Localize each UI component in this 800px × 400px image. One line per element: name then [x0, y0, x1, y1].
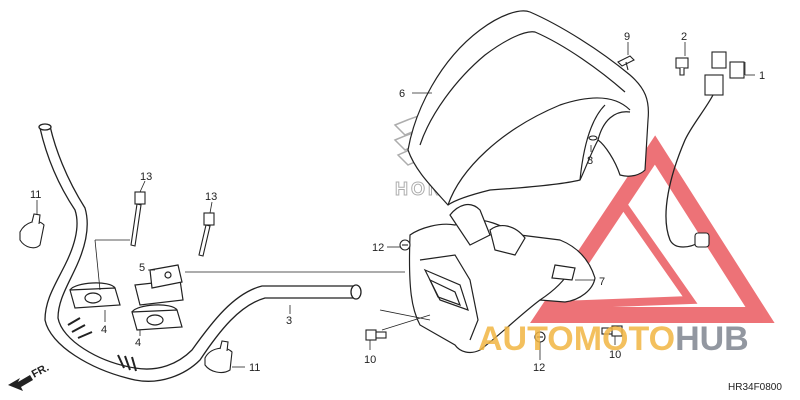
callout-7: 7 — [599, 276, 605, 288]
callout-10a: 10 — [364, 354, 376, 366]
bolt-left — [130, 191, 146, 247]
callout-11a: 11 — [30, 189, 41, 201]
band-clip-right — [204, 340, 233, 374]
callout-13b: 13 — [205, 191, 217, 203]
watermark-triangle — [530, 135, 775, 323]
top-cover — [407, 10, 650, 206]
screw-12-top — [399, 239, 411, 251]
callout-12a: 12 — [372, 242, 384, 254]
grommet-8 — [588, 135, 598, 141]
callout-4a: 4 — [101, 324, 107, 336]
callout-10b: 10 — [609, 349, 621, 361]
handlebar-holder-left — [69, 282, 121, 309]
screw-12-bottom — [534, 331, 546, 343]
direction-arrow-icon — [8, 375, 33, 391]
screw-10-right — [601, 325, 623, 337]
clip-9 — [617, 55, 635, 71]
handlebar-holder-right — [131, 304, 183, 331]
screw-10-left — [365, 329, 387, 341]
watermark-text: AUTOMOTOHUB — [478, 320, 749, 358]
watermark-part2: HUB — [675, 320, 749, 358]
callout-4b: 4 — [135, 337, 141, 349]
upper-holder — [134, 264, 405, 306]
bolt-2 — [675, 57, 689, 76]
leader-lines — [36, 42, 755, 368]
bolt-right — [198, 212, 215, 257]
band-clip-left — [19, 213, 45, 249]
handlebar — [38, 123, 362, 382]
switch-assembly — [665, 51, 745, 248]
callout-2: 2 — [681, 31, 687, 43]
callout-13a: 13 — [140, 171, 152, 183]
direction-label: FR. — [30, 362, 51, 381]
callout-3: 3 — [286, 315, 292, 327]
callout-9: 9 — [624, 31, 630, 43]
callout-6: 6 — [399, 88, 405, 100]
callout-8: 8 — [587, 155, 593, 167]
watermark-part1: AUTOMOTO — [478, 320, 675, 358]
lower-housing — [408, 203, 596, 354]
diagram-code: HR34F0800 — [728, 382, 782, 393]
callout-5: 5 — [139, 262, 145, 274]
callout-12b: 12 — [533, 362, 545, 374]
callout-11b: 11 — [249, 362, 260, 374]
callout-1: 1 — [759, 70, 765, 82]
